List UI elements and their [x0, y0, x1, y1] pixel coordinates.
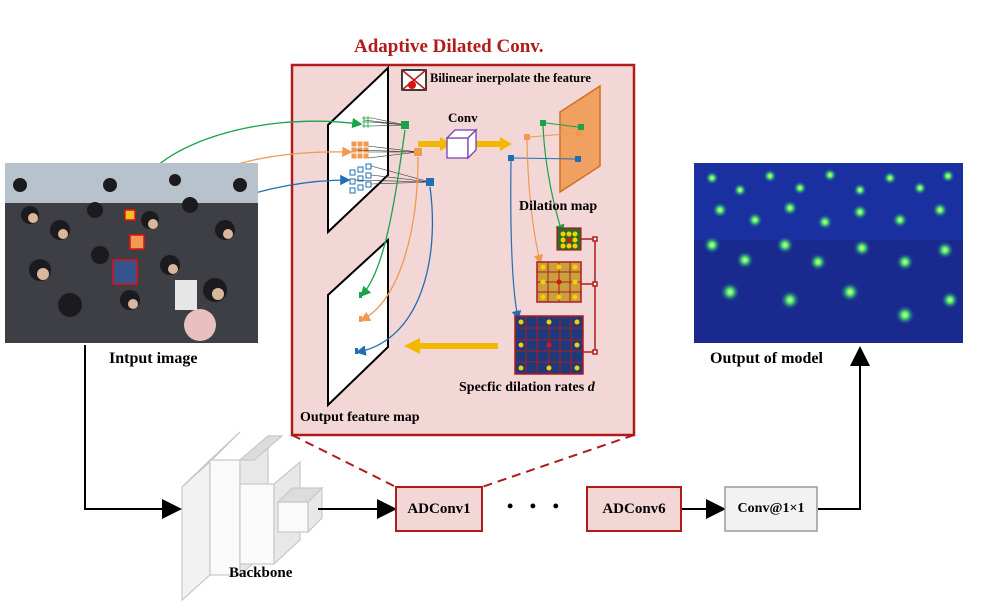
output-point-orange [414, 148, 422, 156]
adconv1-box [395, 486, 483, 532]
output-point-blue [426, 178, 434, 186]
conv-label: Conv [448, 110, 478, 125]
bilinear-icon [401, 69, 427, 91]
zoom-line-right [481, 434, 635, 488]
backbone-blocks [181, 431, 324, 602]
output-feature-map-label: Output feature map [300, 410, 420, 425]
kernel-green [362, 116, 372, 128]
backbone-label: Backbone [229, 565, 293, 581]
grid-bracket [581, 236, 598, 355]
curve-orange-out [359, 156, 419, 322]
conv-cube-icon [445, 128, 478, 160]
output-heatmap [694, 163, 963, 343]
zoom-line-left [291, 434, 397, 488]
output-point-green [401, 121, 409, 129]
output-model-label: Output of model [710, 350, 823, 367]
arrow-input-to-backbone [84, 345, 182, 519]
ellipsis: • • • [507, 496, 565, 516]
dilation-rates-label: Specfic dilation rates d [459, 380, 595, 396]
dilation-map-label: Dilation map [519, 199, 598, 214]
dilation-rates-text: Specfic dilation rates [459, 380, 585, 395]
input-image-label: Intput image [109, 350, 198, 367]
conv1x1-box [724, 486, 818, 532]
dilation-rates-symbol: d [587, 380, 595, 395]
dilation-grid-small [556, 227, 582, 251]
input-crowd-image [5, 163, 258, 343]
panel-title: Adaptive Dilated Conv. [354, 36, 544, 57]
conv1x1-label: Conv@1×1 [737, 501, 805, 516]
kernel-blue [349, 163, 372, 194]
dilation-grid-large [514, 315, 584, 375]
curve-blue-out [355, 186, 434, 356]
output-feature-plane [327, 237, 389, 408]
adconv1-label: ADConv1 [407, 500, 471, 517]
dilation-map-plane [559, 84, 601, 194]
arrow-conv1x1-to-output [818, 346, 870, 510]
legend-text: Bilinear inerpolate the feature [430, 71, 591, 85]
dilation-grid-medium [536, 261, 582, 303]
adconv6-box [586, 486, 682, 532]
curve-green-out [360, 129, 406, 297]
adconv6-label: ADConv6 [602, 500, 666, 517]
